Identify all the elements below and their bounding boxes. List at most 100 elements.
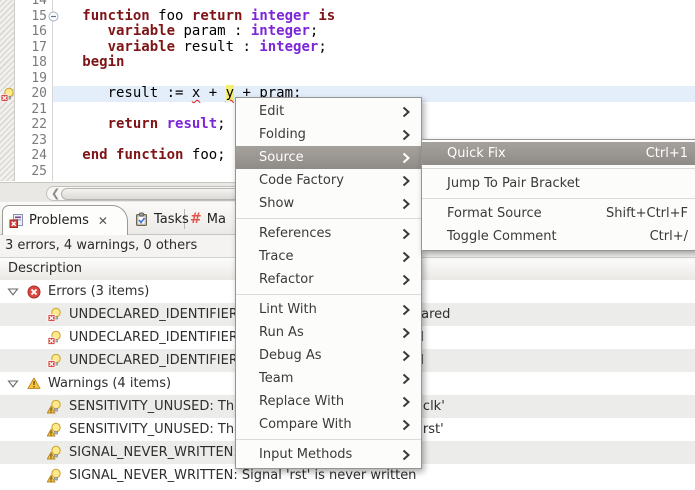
lightbulb-error-icon[interactable]: [0, 87, 15, 102]
chevron-right-icon: [402, 327, 410, 339]
hash-icon: #: [190, 211, 202, 227]
menu-item-refactor[interactable]: Refactor: [236, 268, 421, 291]
tree-group-warnings[interactable]: Warnings (4 items): [0, 372, 695, 395]
triangle-down-icon[interactable]: [7, 287, 20, 296]
chevron-right-icon: [402, 274, 410, 286]
lightbulb-error-icon: [47, 307, 62, 322]
menu-item-label: Toggle Comment: [447, 229, 557, 244]
code-line[interactable]: function foo return integer is: [53, 7, 695, 25]
scrollbar-left-arrow-icon[interactable]: ❮: [51, 187, 61, 200]
code-token: +: [200, 85, 226, 101]
chevron-right-icon: [402, 304, 410, 316]
code-token: [158, 116, 166, 132]
menu-item-folding[interactable]: Folding: [236, 123, 421, 146]
code-line[interactable]: variable param : integer;: [53, 23, 695, 40]
problems-icon: [9, 213, 24, 228]
tree-group-errors[interactable]: Errors (3 items): [0, 280, 695, 303]
lightbulb-error-icon: [47, 353, 62, 368]
code-line[interactable]: variable result : integer;: [53, 39, 695, 56]
chevron-right-icon: [402, 175, 410, 187]
group-label: Warnings (4 items): [48, 376, 172, 391]
lightbulb-warning-icon: [47, 399, 62, 414]
code-area[interactable]: function foo return integer is variable …: [53, 0, 695, 181]
line-number: 23: [31, 132, 47, 148]
type-token: integer: [250, 7, 310, 24]
menu-item-label: Format Source: [447, 206, 542, 221]
code-token: ;: [309, 23, 319, 39]
problem-item[interactable]: SIGNAL_NEVER_WRITTEN: Signal 'rst' is ne…: [0, 464, 695, 487]
annotation-ruler: [0, 0, 15, 181]
chevron-right-icon: [402, 373, 410, 385]
menu-item-lint-with[interactable]: Lint With: [236, 298, 421, 321]
menu-item-label: Quick Fix: [447, 146, 506, 161]
code-line[interactable]: result := x + y + pram;: [53, 85, 695, 102]
line-number: 20: [31, 86, 47, 101]
tab-tasks[interactable]: Tasks: [126, 207, 197, 231]
code-token: foo: [149, 7, 192, 24]
menu-item-label: Debug As: [259, 348, 322, 363]
code-line[interactable]: begin: [53, 54, 695, 71]
warning-triangle-icon: [27, 377, 41, 390]
menu-item-label: Folding: [259, 127, 306, 142]
code-token: ;: [293, 85, 302, 101]
menu-item-run-as[interactable]: Run As: [236, 321, 421, 344]
menu-separator: [236, 215, 421, 222]
menu-item-trace[interactable]: Trace: [236, 245, 421, 268]
tab-label: Problems: [29, 213, 89, 228]
menu-item-source[interactable]: Source: [236, 146, 421, 169]
menu-item-label: Code Factory: [259, 173, 344, 188]
chevron-right-icon: [402, 198, 410, 210]
tab-label: Ma: [206, 211, 226, 227]
menu-item-code-factory[interactable]: Code Factory: [236, 169, 421, 192]
menu-item-edit[interactable]: Edit: [236, 100, 421, 123]
menu-item-label: Jump To Pair Bracket: [447, 176, 580, 191]
code-token: ;: [217, 116, 226, 132]
menu-item-compare-with[interactable]: Compare With: [236, 413, 421, 436]
menu-item-jump-to-pair-bracket[interactable]: Jump To Pair Bracket: [422, 172, 695, 195]
problems-summary: 3 errors, 4 warnings, 0 others: [5, 238, 198, 253]
shortcut-label: Ctrl+/: [649, 229, 688, 244]
code-line[interactable]: end function foo;: [53, 147, 695, 164]
triangle-down-icon[interactable]: [7, 379, 20, 388]
lightbulb-warning-icon: [47, 468, 62, 483]
code-line[interactable]: [53, 71, 695, 87]
code-token: [57, 23, 108, 39]
fold-minus-icon[interactable]: [48, 11, 59, 22]
lightbulb-error-icon: [47, 330, 62, 345]
keyword-token: function: [82, 7, 150, 24]
close-icon[interactable]: ✕: [97, 213, 108, 228]
tab-markers[interactable]: # Ma: [186, 207, 248, 231]
menu-item-team[interactable]: Team: [236, 367, 421, 390]
menu-separator: [236, 291, 421, 298]
menu-item-label: Lint With: [259, 302, 317, 317]
keyword-token: return: [107, 116, 159, 132]
chevron-right-icon: [402, 396, 410, 408]
tab-problems[interactable]: Problems ✕: [2, 205, 128, 235]
menu-item-label: Refactor: [259, 272, 314, 287]
menu-item-label: Edit: [259, 104, 285, 119]
chevron-right-icon: [402, 228, 410, 240]
menu-item-debug-as[interactable]: Debug As: [236, 344, 421, 367]
menu-item-references[interactable]: References: [236, 222, 421, 245]
line-number: 16: [31, 24, 47, 39]
menu-item-toggle-comment[interactable]: Toggle Comment Ctrl+/: [422, 225, 695, 248]
line-number: 22: [31, 117, 47, 132]
keyword-token: begin: [82, 54, 125, 70]
menu-item-input-methods[interactable]: Input Methods: [236, 443, 421, 466]
chevron-right-icon: [402, 251, 410, 263]
code-token: x: [191, 85, 201, 101]
code-line[interactable]: return result;: [53, 116, 695, 133]
code-token: [108, 147, 116, 163]
line-number: 21: [31, 101, 47, 117]
menu-item-replace-with[interactable]: Replace With: [236, 390, 421, 413]
tasks-icon: [134, 212, 149, 227]
code-token: [57, 116, 108, 132]
keyword-token: variable: [107, 23, 176, 39]
keyword-token: end: [82, 147, 108, 163]
menu-item-show[interactable]: Show: [236, 192, 421, 215]
type-token: result: [166, 116, 218, 132]
